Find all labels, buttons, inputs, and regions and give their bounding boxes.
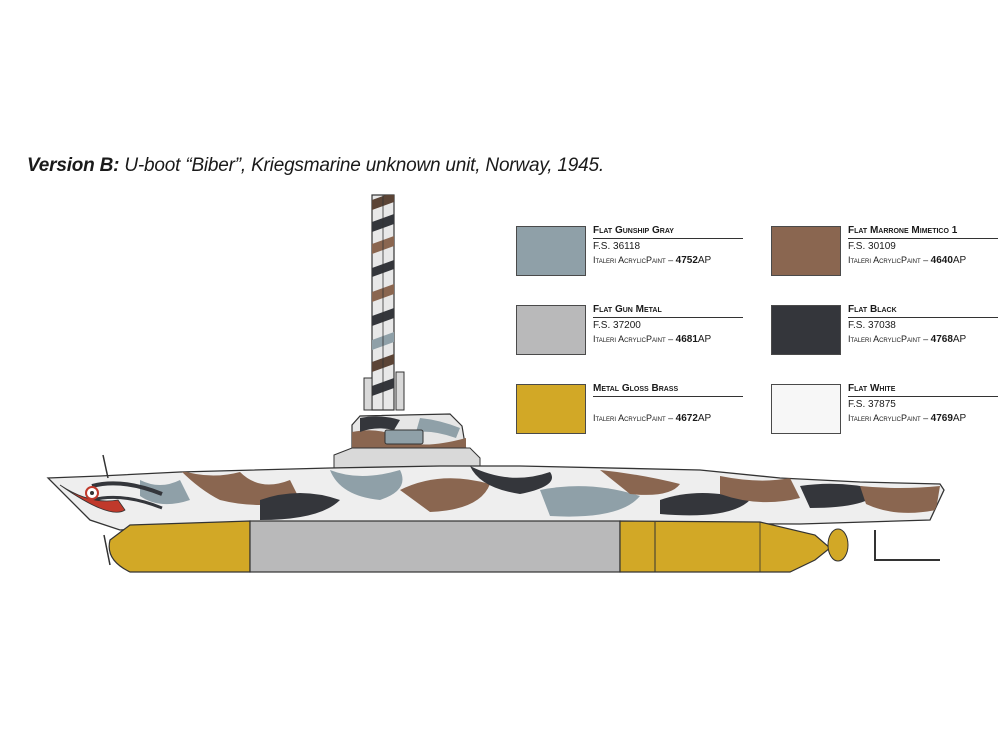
swatch-flat-black: [771, 305, 841, 355]
paint-acrylic-line: Italeri AcrylicPaint – 4672AP: [593, 414, 743, 424]
paint-name: Metal Gloss Brass: [593, 384, 743, 397]
acrylic-label: Italeri AcrylicPaint –: [593, 334, 676, 344]
paint-metal-gloss-brass: Metal Gloss Brass Italeri AcrylicPaint –…: [593, 384, 743, 424]
periscope-mast: [363, 194, 405, 411]
paint-suffix: AP: [697, 255, 712, 266]
paint-flat-white: Flat White F.S. 37875 Italeri AcrylicPai…: [848, 384, 998, 424]
paint-suffix: AP: [952, 255, 967, 266]
swatch-flat-marrone-mimetico-1: [771, 226, 841, 276]
version-description: U-boot “Biber”, Kriegsmarine unknown uni…: [119, 155, 604, 176]
paint-acrylic-line: Italeri AcrylicPaint – 4769AP: [848, 414, 998, 424]
paint-fs-code: F.S. 37200: [593, 320, 641, 331]
paint-flat-gunship-gray: Flat Gunship Gray F.S. 36118 Italeri Acr…: [593, 226, 743, 266]
paint-code: 4752: [675, 255, 698, 266]
swatch-flat-gun-metal: [516, 305, 586, 355]
paint-fs-code: F.S. 30109: [848, 241, 896, 252]
paint-flat-black: Flat Black F.S. 37038 Italeri AcrylicPai…: [848, 305, 998, 345]
swatch-flat-gunship-gray: [516, 226, 586, 276]
swatch-metal-gloss-brass: [516, 384, 586, 434]
paint-acrylic-line: Italeri AcrylicPaint – 4640AP: [848, 256, 998, 266]
conning-tower: [333, 413, 481, 471]
version-label: Version B:: [27, 155, 120, 176]
paint-fs-code: F.S. 36118: [593, 241, 641, 252]
paint-name: Flat Marrone Mimetico 1: [848, 226, 998, 239]
paint-name: Flat White: [848, 384, 998, 397]
paint-acrylic-line: Italeri AcrylicPaint – 4681AP: [593, 335, 743, 345]
acrylic-label: Italeri AcrylicPaint –: [848, 334, 931, 344]
paint-code: 4640: [930, 255, 953, 266]
paint-acrylic-line: Italeri AcrylicPaint – 4768AP: [848, 335, 998, 345]
paint-suffix: AP: [952, 413, 967, 424]
paint-flat-gun-metal: Flat Gun Metal F.S. 37200 Italeri Acryli…: [593, 305, 743, 345]
paint-name: Flat Black: [848, 305, 998, 318]
upper-hull-camouflage: [46, 454, 945, 531]
acrylic-label: Italeri AcrylicPaint –: [593, 255, 676, 265]
version-caption: Version B: U-boot “Biber”, Kriegsmarine …: [27, 155, 604, 177]
torpedo-and-lower-hull: [103, 520, 940, 573]
paint-code: 4681: [675, 334, 698, 345]
acrylic-label: Italeri AcrylicPaint –: [593, 413, 676, 423]
paint-name: Flat Gun Metal: [593, 305, 743, 318]
paint-code: 4769: [930, 413, 953, 424]
acrylic-label: Italeri AcrylicPaint –: [848, 255, 931, 265]
paint-fs-code: F.S. 37875: [848, 399, 896, 410]
paint-flat-marrone-mimetico-1: Flat Marrone Mimetico 1 F.S. 30109 Itale…: [848, 226, 998, 266]
paint-name: Flat Gunship Gray: [593, 226, 743, 239]
paint-fs-code: F.S. 37038: [848, 320, 896, 331]
paint-code: 4672: [675, 413, 698, 424]
paint-suffix: AP: [952, 334, 967, 345]
paint-code: 4768: [930, 334, 953, 345]
acrylic-label: Italeri AcrylicPaint –: [848, 413, 931, 423]
paint-acrylic-line: Italeri AcrylicPaint – 4752AP: [593, 256, 743, 266]
paint-suffix: AP: [697, 334, 712, 345]
swatch-flat-white: [771, 384, 841, 434]
paint-suffix: AP: [697, 413, 712, 424]
